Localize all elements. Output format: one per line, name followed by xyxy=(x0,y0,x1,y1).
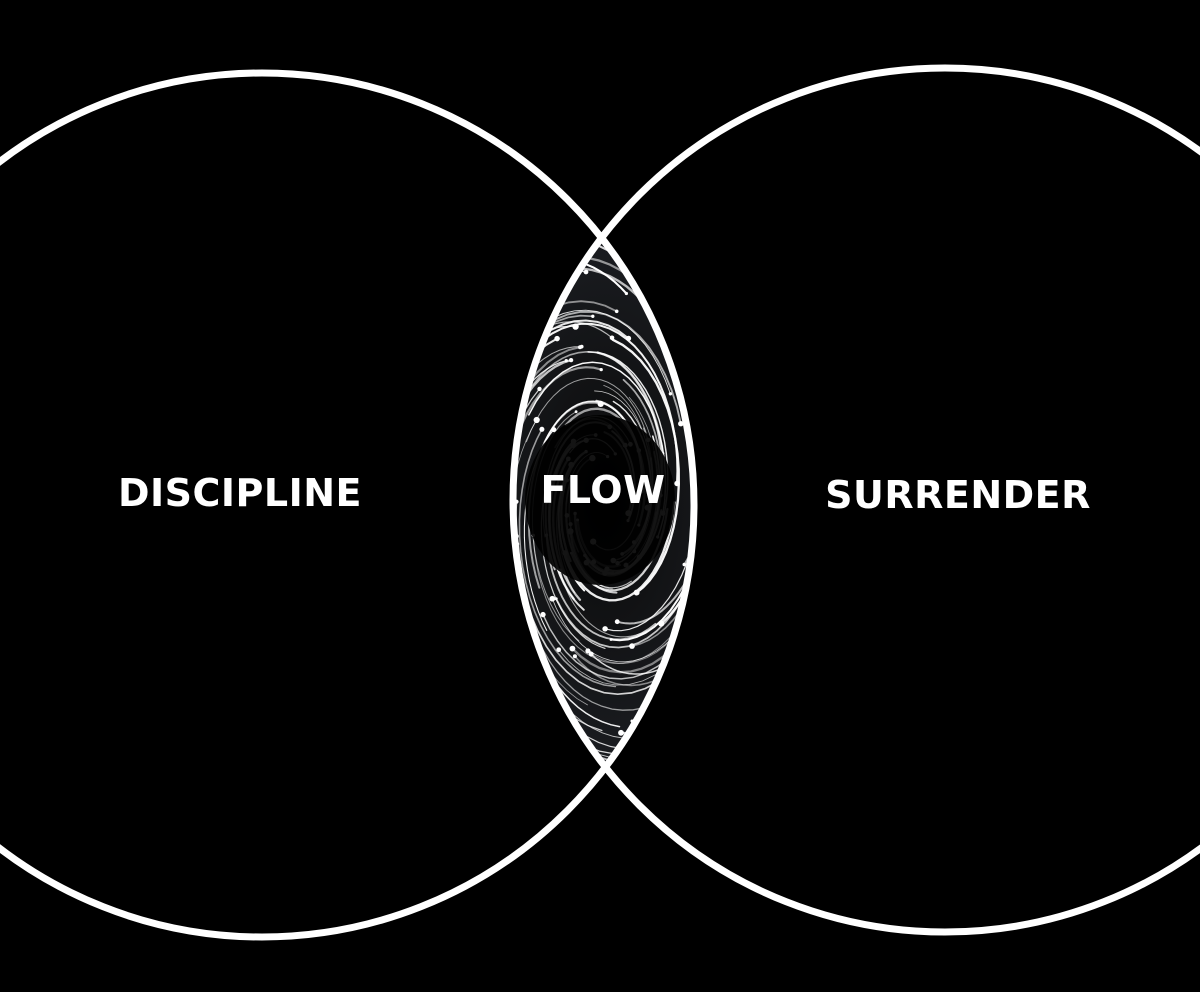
swirl-core xyxy=(525,415,675,585)
swirl-dot xyxy=(554,335,560,342)
swirl-dot xyxy=(588,651,594,657)
swirl-dot xyxy=(625,335,632,342)
circle-discipline xyxy=(0,69,698,941)
swirl-dot xyxy=(658,620,665,627)
swirl-dot xyxy=(572,654,577,659)
swirl-dot xyxy=(618,729,624,736)
swirl-dot xyxy=(537,386,542,392)
swirl-stroke xyxy=(513,300,618,663)
swirl-dot xyxy=(624,291,629,296)
swirl-dot xyxy=(591,314,595,318)
swirl-dot xyxy=(578,345,582,350)
circle-surrender xyxy=(509,64,1200,936)
swirl-stroke xyxy=(513,310,682,478)
swirl-dot xyxy=(614,619,620,625)
swirl-stroke xyxy=(531,351,664,455)
swirl-dot xyxy=(678,420,684,427)
swirl-dot xyxy=(614,309,619,314)
swirl-dot xyxy=(539,426,545,432)
swirl-dot xyxy=(583,269,589,275)
swirl-dot xyxy=(674,480,680,487)
label-discipline: DISCIPLINE xyxy=(118,471,362,515)
label-surrender: SURRENDER xyxy=(825,473,1091,517)
swirl-stroke xyxy=(513,319,630,629)
swirl-stroke xyxy=(525,377,649,443)
swirl-stroke xyxy=(542,452,694,680)
swirl-stroke xyxy=(616,530,694,625)
swirl-dot xyxy=(585,648,591,654)
swirl-dot xyxy=(602,626,608,632)
swirl-stroke xyxy=(545,534,657,641)
swirl-dot xyxy=(540,611,546,618)
swirl-dot xyxy=(556,647,562,653)
swirl-dot xyxy=(574,410,578,414)
swirl-dot xyxy=(599,367,603,372)
swirl-stroke xyxy=(532,534,688,664)
swirl-stroke xyxy=(555,472,694,649)
swirl-stroke xyxy=(513,309,671,449)
swirl-stroke xyxy=(610,352,694,642)
swirl-stroke xyxy=(513,358,573,656)
swirl-stroke xyxy=(542,322,679,485)
swirl-dot xyxy=(533,416,540,424)
swirl-stroke xyxy=(513,346,583,585)
swirl-dot xyxy=(668,392,673,396)
swirl-stroke xyxy=(513,360,567,585)
swirl-stroke xyxy=(513,420,667,755)
swirl-dot xyxy=(568,357,574,363)
swirl-stroke xyxy=(631,335,694,647)
label-flow: FLOW xyxy=(540,468,665,512)
swirl-dot xyxy=(569,645,576,652)
swirl-stroke xyxy=(611,338,680,594)
swirl-dot xyxy=(549,595,556,602)
swirl-stroke xyxy=(518,428,617,688)
